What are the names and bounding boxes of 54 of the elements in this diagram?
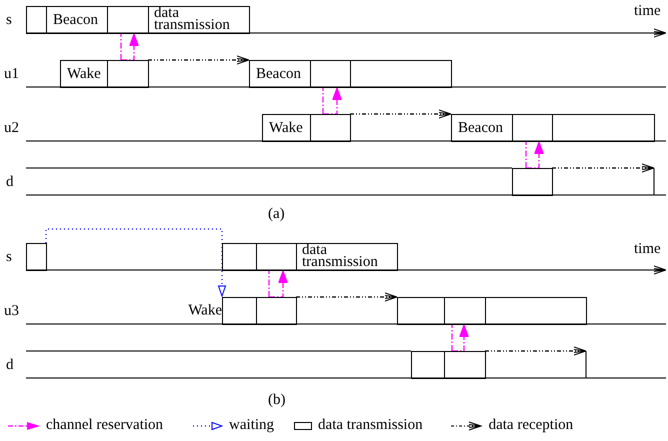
slot-label: Wake (67, 66, 101, 82)
legend-text: channel reservation (46, 417, 164, 434)
slot-label: Beacon (256, 66, 301, 82)
diagram-label: u1 (4, 66, 19, 83)
slot-box (310, 60, 351, 88)
slot-box (26, 243, 47, 271)
slot-label: Wake (269, 120, 303, 136)
legend-text: data transmission (318, 417, 423, 434)
diagram-label: time (634, 241, 661, 258)
slot-box (512, 168, 553, 196)
slot-box (310, 114, 351, 142)
slot-label: data transmission (302, 244, 379, 268)
slot-box (256, 297, 297, 325)
waiting-arrow (45, 228, 226, 297)
slot-label: Wake (188, 302, 222, 320)
slot-box (444, 297, 486, 325)
diagram-label: d (6, 357, 14, 374)
slot-label: Beacon (458, 120, 503, 136)
slot-box (444, 351, 486, 379)
diagram-label: time (634, 3, 661, 20)
slot-box (411, 351, 445, 379)
slot-box (222, 243, 257, 271)
slot-box (350, 60, 452, 88)
slot-box (46, 6, 108, 34)
diagram-label: d (6, 174, 14, 191)
reservation-arrow (451, 323, 469, 352)
diagram-label: u2 (4, 120, 19, 137)
diagram-label: (b) (268, 392, 286, 409)
slot-box (512, 114, 553, 142)
slot-box (107, 6, 149, 34)
slot-box (485, 297, 587, 325)
slot-box (397, 297, 445, 325)
slot-box (256, 243, 297, 271)
reservation-arrow (120, 32, 139, 61)
reservation-arrow (525, 140, 544, 169)
slot-box (107, 60, 149, 88)
slot-box (26, 6, 47, 34)
diagram-label: s (6, 12, 12, 29)
diagram-label: (a) (268, 206, 285, 223)
slot-label: Beacon (53, 12, 98, 28)
slot-box (552, 114, 655, 142)
reservation-arrow (322, 86, 342, 115)
slot-label: data transmission (154, 7, 231, 31)
slot-box (262, 114, 311, 142)
reservation-arrow (268, 269, 288, 298)
slot-box (296, 243, 398, 271)
diagram-label: s (6, 249, 12, 266)
slot-box (60, 60, 108, 88)
legend-text: waiting (229, 417, 274, 434)
slot-box (451, 114, 513, 142)
slot-box (249, 60, 311, 88)
diagram-label: u3 (4, 303, 19, 320)
legend-text: data reception (488, 417, 574, 434)
slot-box (148, 6, 250, 34)
